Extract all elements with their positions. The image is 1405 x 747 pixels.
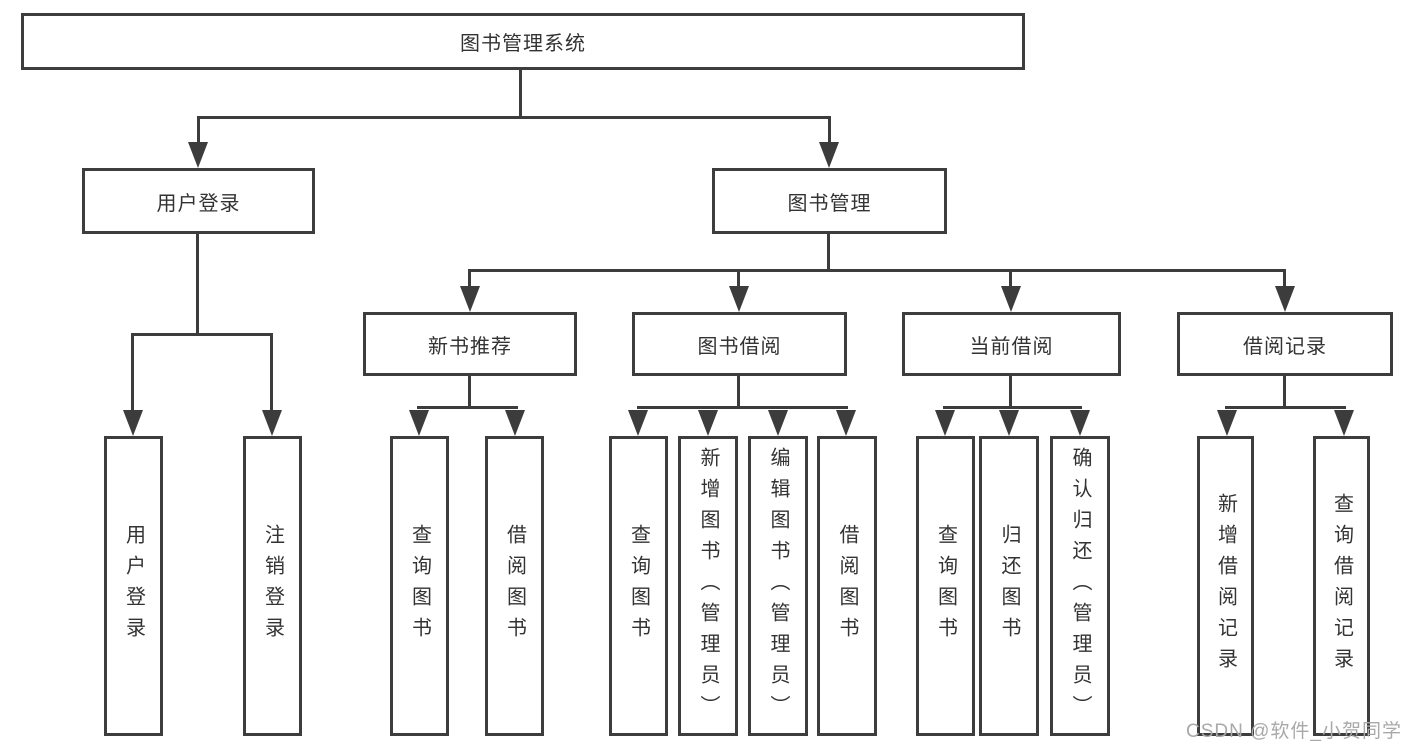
- connector-new-book-bar: [417, 406, 518, 409]
- arrowhead-down-icon: [1217, 410, 1237, 436]
- leaf-query-borrow-record: 查询借阅记录: [1313, 436, 1370, 736]
- leaf-add-borrow-record: 新增借阅记录: [1197, 436, 1254, 736]
- node-book-borrow: 图书借阅: [632, 312, 847, 376]
- connector-borrow-record-bar: [1225, 406, 1346, 409]
- connector-current-borrow-stem: [1009, 375, 1012, 408]
- arrowhead-down-icon: [1275, 286, 1295, 312]
- leaf-label: 归还图书: [998, 524, 1020, 648]
- connector-level3-bar: [468, 269, 1286, 272]
- node-library-management-system: 图书管理系统: [21, 13, 1025, 70]
- leaf-return-books: 归还图书: [979, 436, 1039, 736]
- node-current-borrow: 当前借阅: [902, 312, 1121, 376]
- arrowhead-down-icon: [409, 410, 429, 436]
- leaf-label: 新增借阅记录: [1214, 493, 1237, 679]
- connector-level2-bar: [197, 116, 831, 119]
- connector-drop-book-management: [828, 116, 831, 146]
- leaf-query-books-borrow: 查询图书: [609, 436, 668, 736]
- leaf-label: 查询图书: [934, 524, 957, 648]
- leaf-label: 查询图书: [627, 524, 650, 648]
- leaf-label: 用户登录: [122, 524, 145, 648]
- connector-current-borrow-bar: [943, 406, 1082, 409]
- arrowhead-down-icon: [188, 142, 208, 168]
- arrowhead-down-icon: [1001, 286, 1021, 312]
- leaf-label: 查询借阅记录: [1330, 493, 1353, 679]
- connector-drop-book-borrow: [737, 269, 740, 289]
- connector-drop-current-borrow: [1009, 269, 1012, 289]
- arrowhead-down-icon: [1334, 410, 1354, 436]
- arrowhead-down-icon: [768, 410, 788, 436]
- connector-drop-login-leaf: [131, 333, 134, 413]
- arrowhead-down-icon: [262, 410, 282, 436]
- leaf-borrow-books-newbook: 借阅图书: [485, 436, 544, 736]
- arrowhead-down-icon: [836, 410, 856, 436]
- connector-borrow-record-stem: [1283, 375, 1286, 408]
- leaf-label: 编辑图书（管理员）: [767, 446, 789, 726]
- arrowhead-down-icon: [628, 410, 648, 436]
- connector-user-login-stem: [196, 233, 199, 335]
- leaf-logout-login: 注销登录: [243, 436, 302, 736]
- node-user-login: 用户登录: [82, 168, 315, 234]
- node-borrow-records: 借阅记录: [1177, 312, 1393, 376]
- leaf-label: 借阅图书: [503, 524, 526, 648]
- arrowhead-down-icon: [123, 410, 143, 436]
- arrowhead-down-icon: [729, 286, 749, 312]
- arrowhead-down-icon: [698, 410, 718, 436]
- connector-new-book-stem: [468, 375, 471, 408]
- leaf-query-books-current: 查询图书: [916, 436, 975, 736]
- connector-book-borrow-stem: [737, 375, 740, 408]
- arrowhead-down-icon: [999, 410, 1019, 436]
- leaf-borrow-books-borrow: 借阅图书: [817, 436, 877, 736]
- arrowhead-down-icon: [505, 410, 525, 436]
- connector-user-login-bar: [131, 333, 273, 336]
- connector-drop-new-book: [468, 269, 471, 289]
- leaf-label: 新增图书（管理员）: [697, 446, 719, 726]
- connector-book-management-stem: [827, 233, 830, 271]
- csdn-watermark: CSDN @软件_小贺同学: [1186, 721, 1402, 742]
- leaf-label: 确认归还（管理员）: [1069, 446, 1091, 726]
- node-new-book-recommend: 新书推荐: [363, 312, 577, 376]
- node-book-management: 图书管理: [712, 168, 947, 234]
- arrowhead-down-icon: [935, 410, 955, 436]
- connector-root-stem: [519, 69, 522, 117]
- arrowhead-down-icon: [1070, 410, 1090, 436]
- leaf-user-login: 用户登录: [104, 436, 163, 736]
- leaf-query-books-newbook: 查询图书: [390, 436, 449, 736]
- connector-drop-borrow-record: [1283, 269, 1286, 289]
- leaf-add-books-admin: 新增图书（管理员）: [678, 436, 738, 736]
- leaf-label: 借阅图书: [836, 524, 858, 648]
- connector-drop-user-login: [197, 116, 200, 146]
- leaf-label: 查询图书: [408, 524, 431, 648]
- arrowhead-down-icon: [819, 142, 839, 168]
- leaf-edit-books-admin: 编辑图书（管理员）: [748, 436, 808, 736]
- connector-book-borrow-bar: [637, 406, 848, 409]
- connector-drop-logout-leaf: [270, 333, 273, 413]
- leaf-label: 注销登录: [261, 524, 284, 648]
- arrowhead-down-icon: [460, 286, 480, 312]
- leaf-confirm-return-admin: 确认归还（管理员）: [1050, 436, 1110, 736]
